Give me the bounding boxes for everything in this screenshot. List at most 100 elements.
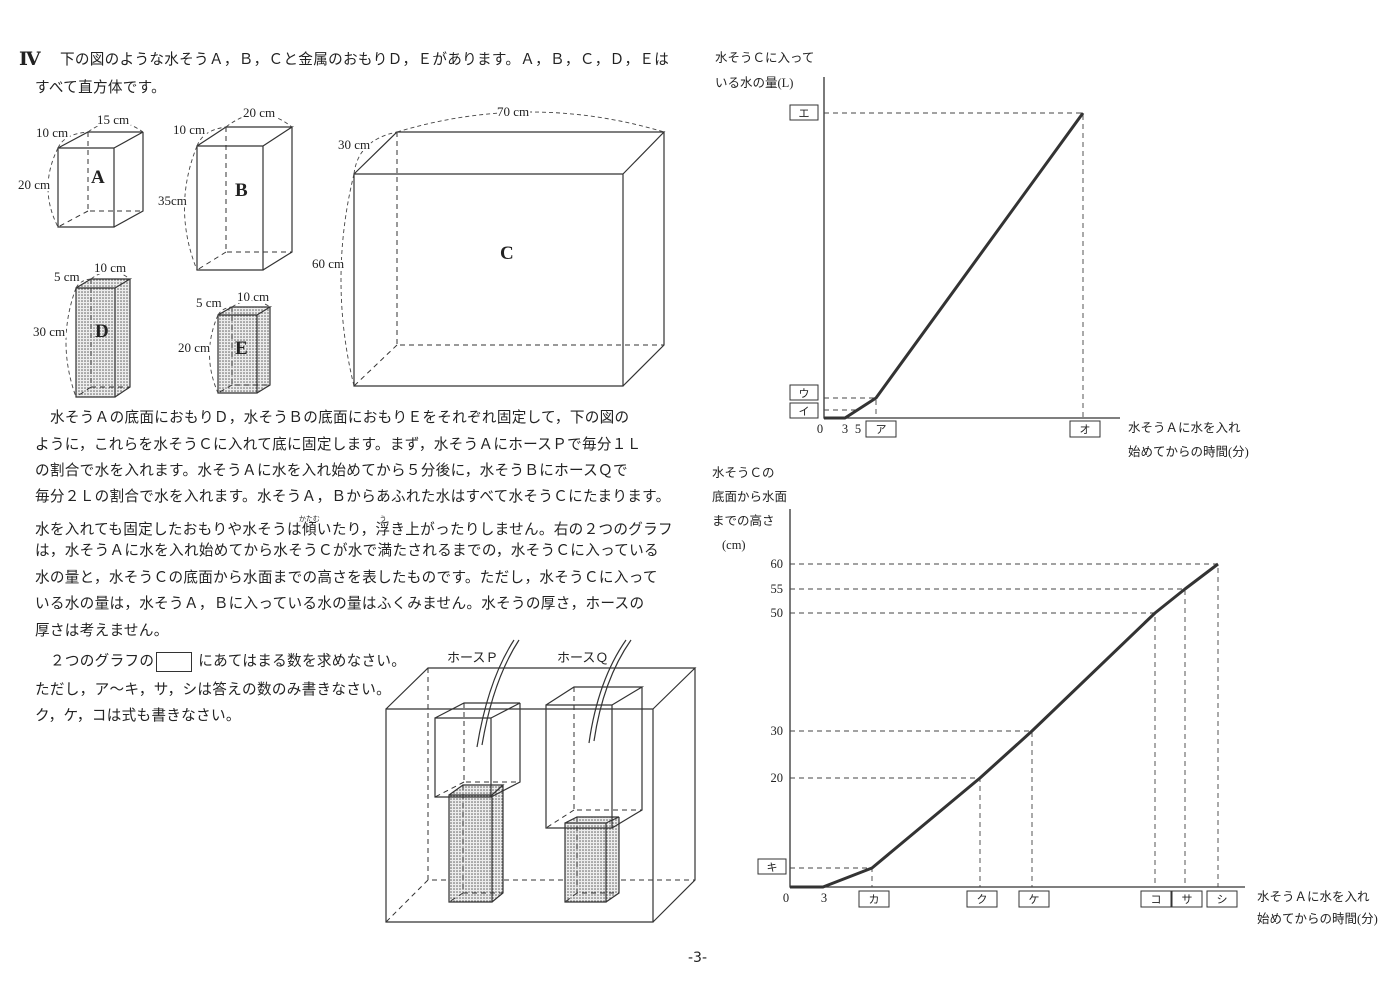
tank-b-width: 20 cm — [243, 105, 275, 120]
weight-d-in-tank-fill — [449, 785, 503, 902]
blank-label: イ — [799, 406, 810, 418]
ruby-reading: かたむ — [298, 515, 320, 523]
weight-e-dimension-arcs — [209, 300, 271, 394]
weight-e-width: 10 cm — [237, 289, 269, 304]
tank-c-width: 70 cm — [497, 104, 529, 119]
graph2-blank-sa: サ — [1171, 890, 1203, 908]
tank-c-depth: 30 cm — [338, 137, 370, 152]
body-line: の割合で水を入れます。水そうＡに水を入れ始めてから５分後に，水そうＢにホースＱで — [35, 463, 628, 479]
graph1-blank-e: エ — [789, 104, 819, 121]
graph2-ytick-20: 20 — [771, 771, 784, 785]
weight-e-in-tank-hidden — [564, 817, 619, 903]
weight-d-hidden-edges — [75, 279, 130, 398]
tank-a-edges — [57, 131, 144, 228]
blank-label: カ — [869, 893, 880, 906]
blank-label: シ — [1217, 894, 1228, 906]
tank-b-label: B — [235, 180, 248, 201]
graph2-blank-ke: ケ — [1018, 890, 1050, 908]
blank-label: ウ — [799, 387, 810, 400]
ruby-katamu: 傾かたむ — [298, 515, 320, 538]
graph2-ytick-30: 30 — [771, 724, 784, 738]
weight-d-figure: D 5 cm 10 cm 30 cm — [31, 258, 133, 398]
body-line: は，水そうＡに水を入れ始めてから水そうＣが水で満たされるまでの，水そうＣに入って… — [35, 543, 659, 559]
weight-e-hidden-edges — [217, 307, 270, 394]
ruby-reading: う — [375, 515, 391, 523]
tank-b-depth: 10 cm — [173, 122, 205, 137]
blank-label: サ — [1182, 893, 1193, 906]
question-line-1: ２つのグラフの にあてはまる数を求めなさい。 — [50, 652, 406, 672]
hose-q-label: ホースＱ — [557, 650, 608, 665]
ruby-u: 浮う — [375, 515, 390, 538]
ruby-base: 傾 — [298, 522, 320, 538]
blank-label: ク — [977, 893, 988, 906]
tank-a-figure: A 10 cm 15 cm 20 cm — [16, 110, 144, 228]
tank-a-width: 15 cm — [97, 112, 129, 127]
question-line-2: ただし，ア～キ，サ，シは答えの数のみ書きなさい。 — [35, 682, 391, 698]
graph2-ytick-50: 50 — [771, 606, 784, 620]
tank-a-in-tank-hidden — [434, 703, 520, 798]
graph1-blank-i: イ — [789, 402, 819, 419]
graph2-xlabel-line1: 水そうＡに水を入れ — [1257, 890, 1370, 904]
graph2-ylabel-line3: までの高さ — [712, 513, 775, 528]
graph2-ytick-55: 55 — [771, 582, 784, 596]
weight-d-width: 10 cm — [94, 260, 126, 275]
tank-c-hidden-edges — [353, 132, 664, 387]
text-segment: いたり， — [316, 522, 376, 538]
graph2-axes — [789, 509, 1245, 888]
body-line: 水の量と，水そうＣの底面から水面までの高さを表したものです。ただし，水そうＣに入… — [35, 570, 658, 586]
graph2-blank-ko: コ — [1140, 890, 1172, 908]
tank-b-height: 35cm — [158, 193, 187, 208]
graph1-axes — [823, 77, 1120, 419]
hose-p-icon — [476, 639, 520, 748]
graph1-ylabel-line2: いる水の量(L) — [715, 76, 793, 90]
graph1-blank-u: ウ — [789, 384, 819, 401]
graph2-ylabel-unit: (cm) — [722, 538, 746, 552]
blank-label: ア — [876, 424, 887, 436]
tank-c-label: C — [500, 243, 514, 264]
text-segment: き上がったりしません。右の２つのグラフ — [390, 522, 673, 538]
graph2-xtick-0: 0 — [783, 891, 789, 905]
blank-label: エ — [799, 108, 810, 120]
graph2-ylabel-line1: 水そうＣの — [712, 466, 775, 480]
weight-d-height: 30 cm — [33, 324, 65, 339]
tank-a-in-tank-edges — [434, 702, 521, 798]
outer-tank-c-edges — [385, 667, 697, 923]
tank-a-hidden-edges — [57, 132, 143, 228]
graph2-ytick-60: 60 — [771, 557, 784, 571]
tank-b-dimension-arcs — [184, 113, 293, 271]
graph2-blank-ka: カ — [858, 890, 890, 908]
question-text: ２つのグラフの — [50, 653, 155, 670]
graph1-xlabel-line2: 始めてからの時間(分) — [1128, 445, 1249, 459]
tank-b-in-tank-edges — [545, 686, 645, 829]
weight-d-in-tank-hidden — [448, 785, 503, 903]
graph2-blank-ki: キ — [757, 858, 787, 875]
tank-c-figure: C 70 cm 30 cm 60 cm — [310, 102, 666, 387]
graph1-data-line — [824, 112, 1085, 420]
body-line: ように，これらを水そうＣに入れて底に固定します。まず，水そうＡにホースＰで毎分１… — [35, 437, 642, 453]
graph1-xtick-0: 0 — [817, 422, 823, 436]
tank-c-dimension-arcs — [340, 111, 665, 387]
tank-a-height: 20 cm — [18, 177, 50, 192]
question-text: にあてはまる数を求めなさい。 — [198, 653, 407, 670]
blank-label: キ — [767, 862, 778, 874]
assembled-tank-figure: ホースＰ ホースＱ — [385, 639, 697, 923]
weight-d-depth: 5 cm — [54, 269, 80, 284]
body-line-with-ruby: 水を入れても固定したおもりや水そうは傾かたむいたり，浮うき上がったりしません。右… — [35, 515, 673, 539]
graph2-ylabel-line2: 底面から水面 — [712, 489, 787, 504]
graph1-blank-a: ア — [865, 420, 897, 438]
weight-e-label: E — [235, 338, 248, 359]
hose-q-icon — [588, 639, 632, 744]
graph-water-volume: 水そうＣに入って いる水の量(L) エ ウ イ 0 3 5 ア オ 水そうＡに水… — [715, 51, 1249, 459]
text-segment: 水を入れても固定したおもりや水そうは — [35, 522, 302, 538]
graph2-data-line — [790, 562, 1219, 889]
blank-box — [156, 652, 193, 672]
body-line: 毎分２Ｌの割合で水を入れます。水そうＡ，Ｂからあふれた水はすべて水そうＣにたまり… — [35, 489, 671, 505]
body-line: いる水の量は，水そうＡ，Ｂに入っている水の量はふくみません。水そうの厚さ，ホース… — [35, 596, 645, 612]
graph1-xlabel-line1: 水そうＡに水を入れ — [1128, 421, 1241, 435]
graph1-blank-o: オ — [1069, 420, 1101, 438]
weight-e-depth: 5 cm — [196, 295, 222, 310]
graph1-ylabel-line1: 水そうＣに入って — [715, 51, 814, 65]
graph1-xtick-3: 3 — [842, 422, 848, 436]
